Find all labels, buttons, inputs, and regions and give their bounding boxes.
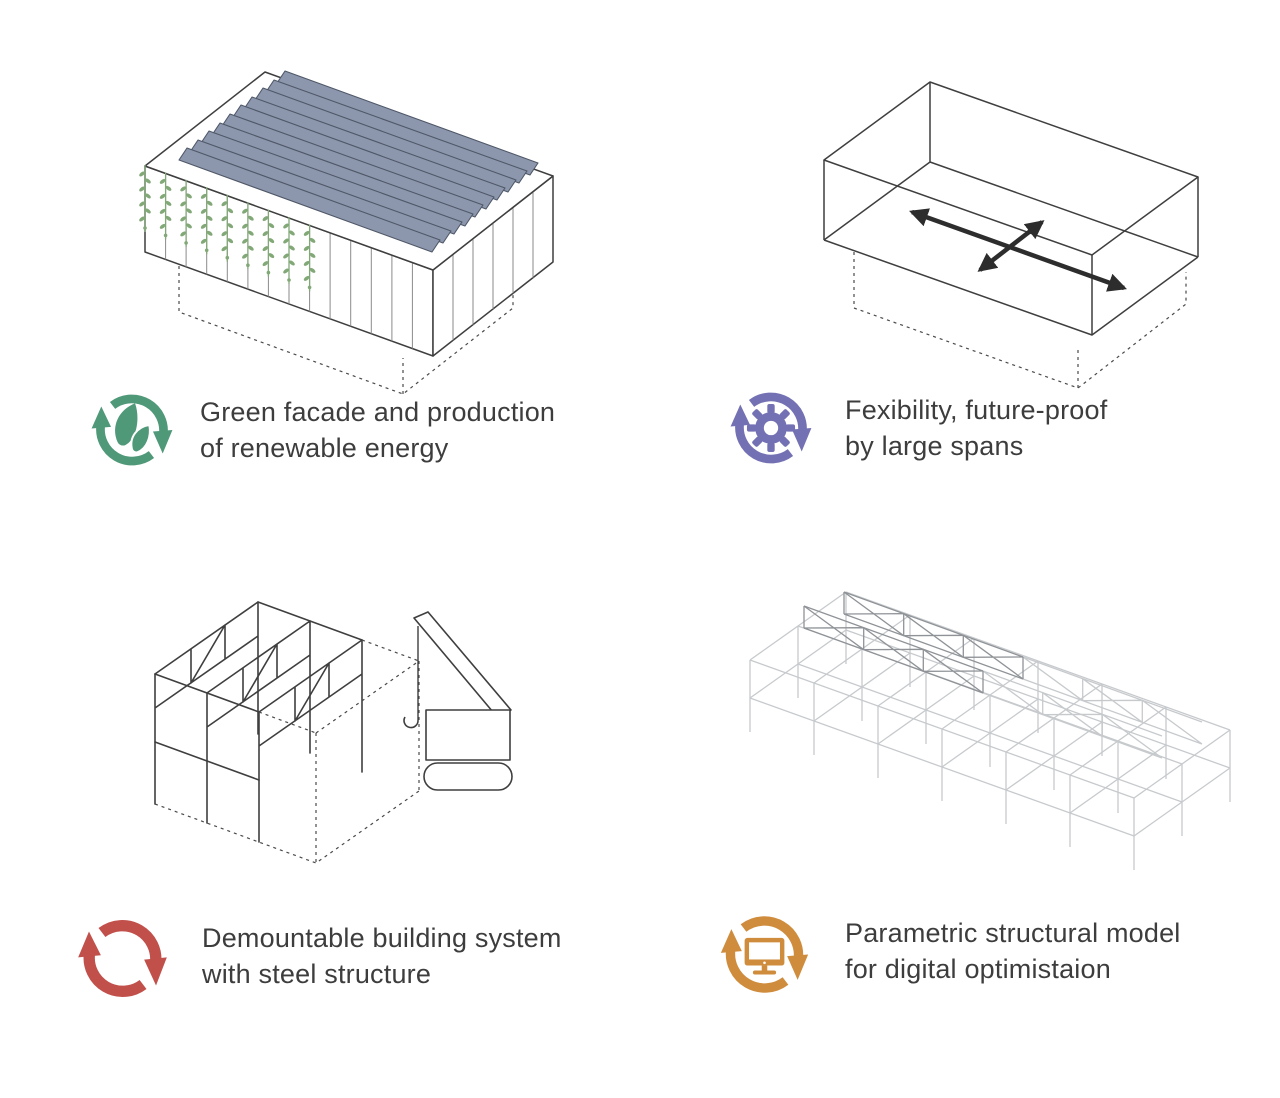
volume-outline (154, 639, 420, 864)
leaves-recycle-icon (88, 386, 176, 474)
demountable-structure-illustration (120, 572, 570, 892)
caption-line: Parametric structural model (845, 918, 1181, 948)
crane-track (423, 762, 513, 791)
caption-line: Fexibility, future-proof (845, 395, 1108, 425)
gear-recycle-icon (727, 384, 815, 472)
foundation-outline (178, 266, 514, 395)
gear-recycle-icon-svg (730, 392, 812, 464)
crane (403, 611, 513, 791)
feature-caption-green-facade: Green facade and production of renewable… (200, 394, 600, 466)
leaves-recycle-icon-svg (91, 394, 173, 466)
recycle-arrows-icon (76, 912, 169, 1005)
parametric-model-illustration (680, 542, 1265, 887)
caption-line: with steel structure (202, 959, 432, 989)
parametric-wireframe-drawing (749, 591, 1231, 870)
feature-caption-parametric: Parametric structural model for digital … (845, 915, 1265, 987)
recycle-arrows-icon-svg (78, 920, 167, 997)
crane-hook (403, 716, 419, 729)
span-arrows (909, 208, 1127, 292)
caption-line: of renewable energy (200, 433, 449, 463)
flexibility-box-illustration (790, 62, 1240, 397)
monitor-recycle-icon (717, 907, 812, 1002)
solar-building-drawing (138, 70, 554, 395)
caption-line: Demountable building system (202, 923, 562, 953)
truss-frames (154, 601, 363, 843)
monitor-recycle-icon-svg (720, 916, 809, 993)
caption-line: by large spans (845, 431, 1024, 461)
caption-line: for digital optimistaion (845, 954, 1111, 984)
caption-line: Green facade and production (200, 397, 556, 427)
flexibility-box-drawing (823, 81, 1199, 389)
solar-building-illustration (115, 58, 585, 395)
crane-body (425, 709, 511, 761)
cross-span-arrow (977, 220, 1045, 272)
foundation-outline (853, 252, 1187, 389)
wireframe-grid (749, 591, 1231, 870)
long-span-arrow (909, 208, 1127, 292)
crane-boom (413, 611, 512, 719)
wireframe-box (823, 81, 1199, 336)
feature-caption-flexibility: Fexibility, future-proof by large spans (845, 392, 1205, 464)
steel-frame-crane-drawing (154, 601, 513, 864)
braced-trusses (803, 591, 1024, 694)
feature-caption-demountable: Demountable building system with steel s… (202, 920, 622, 992)
solar-panels (178, 70, 539, 253)
